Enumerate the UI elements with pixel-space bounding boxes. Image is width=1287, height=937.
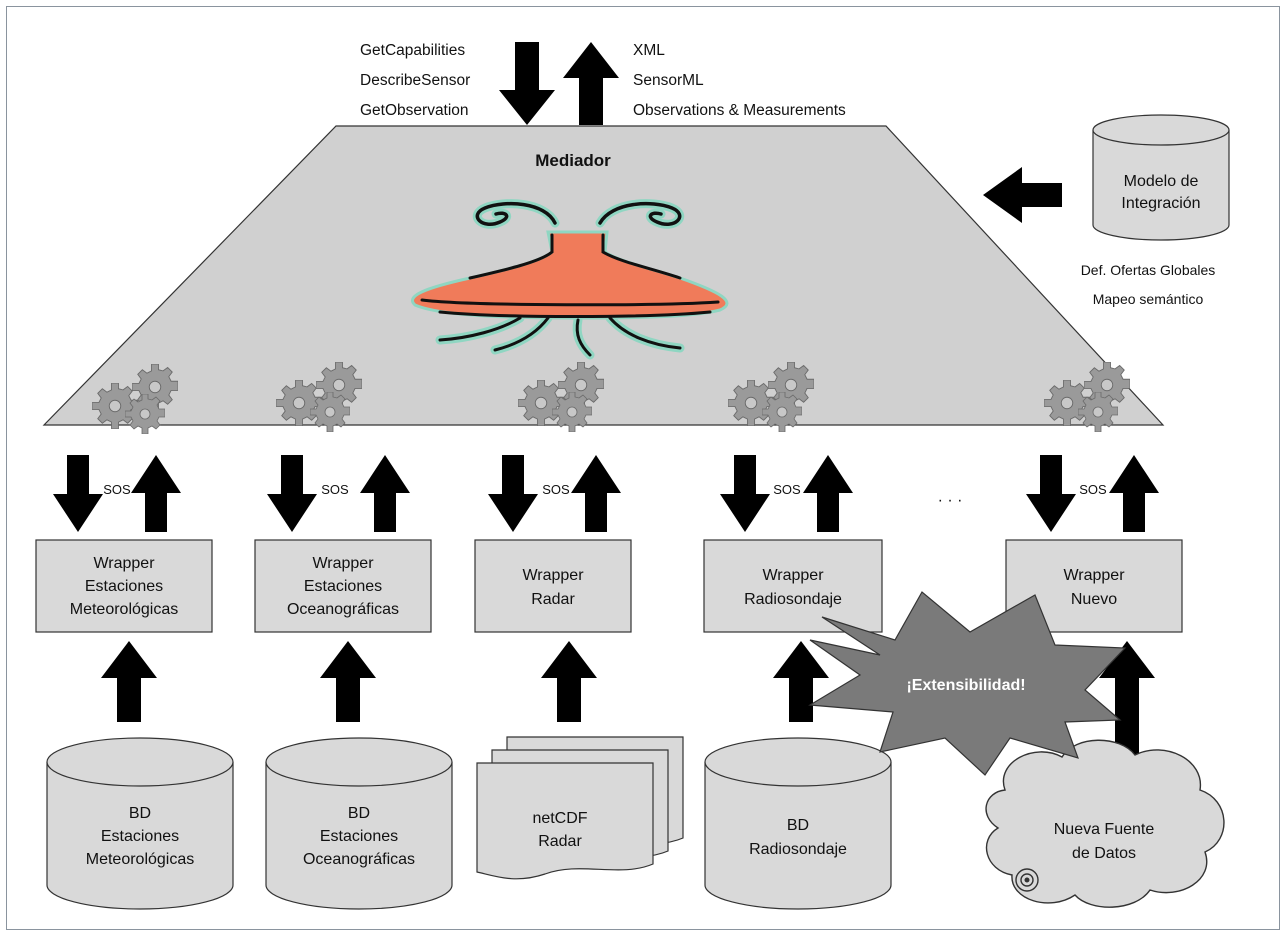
wrapper-box-radar: [474, 539, 632, 633]
sos-label-1: SOS: [103, 482, 131, 497]
arrow-up-source-2: [320, 641, 376, 722]
extensibility-label: ¡Extensibilidad!: [906, 677, 1025, 694]
source-4-line-1: BD: [787, 817, 809, 834]
arrow-down-request: [499, 42, 555, 125]
sos-arrows-1: [53, 455, 181, 532]
wrapper-1-line-2: Estaciones: [85, 578, 163, 595]
wrapper-3-line-1: Wrapper: [522, 567, 584, 584]
source-1-line-2: Estaciones: [101, 828, 179, 845]
wrapper-box-oceanograficas: [254, 539, 432, 633]
wrapper-box-radiosondaje: [703, 539, 883, 633]
wrapper-5-line-1: Wrapper: [1063, 567, 1125, 584]
wrapper-5-line-2: Nuevo: [1071, 591, 1117, 608]
sos-label-4: SOS: [773, 482, 801, 497]
response-xml: XML: [633, 42, 665, 59]
source-3-line-2: Radar: [538, 833, 582, 850]
wrapper-2-line-2: Estaciones: [304, 578, 382, 595]
diagram-frame: [6, 6, 1280, 930]
integration-note-1: Def. Ofertas Globales: [1081, 262, 1216, 278]
integration-model-label-2: Integración: [1121, 195, 1200, 212]
database-cylinder-meteorologicas: [46, 737, 234, 910]
wrapper-3-line-2: Radar: [531, 591, 575, 608]
source-1-line-3: Meteorológicas: [86, 851, 195, 868]
sos-arrows-4: [720, 455, 853, 532]
wrapper-2-line-3: Oceanográficas: [287, 601, 399, 618]
source-2-line-2: Estaciones: [320, 828, 398, 845]
extensibility-burst: [808, 591, 1127, 776]
wrapper-1-line-3: Meteorológicas: [70, 601, 179, 618]
wrapper-2-line-1: Wrapper: [312, 555, 374, 572]
integration-model-label-1: Modelo de: [1124, 173, 1199, 190]
request-getobservation: GetObservation: [360, 102, 469, 119]
arrow-up-source-5: [1099, 641, 1155, 765]
wrapper-box-meteorologicas: [35, 539, 213, 633]
arrow-up-source-4: [773, 641, 829, 722]
source-4-line-2: Radiosondaje: [749, 841, 847, 858]
sos-arrows-2: [267, 455, 410, 532]
source-2-line-3: Oceanográficas: [303, 851, 415, 868]
sos-arrows-5: [1026, 455, 1159, 532]
file-stack-icon: [476, 736, 684, 880]
wrapper-1-line-1: Wrapper: [93, 555, 155, 572]
database-cylinder-oceanograficas: [265, 737, 453, 910]
sos-label-2: SOS: [321, 482, 349, 497]
sos-arrows-3: [488, 455, 621, 532]
wrapper-4-line-2: Radiosondaje: [744, 591, 842, 608]
arrow-up-source-3: [541, 641, 597, 722]
integration-model-cylinder: [1092, 114, 1230, 241]
jellyfish-logo: [411, 199, 729, 360]
arrow-up-source-1: [101, 641, 157, 722]
source-5-line-1: Nueva Fuente: [1054, 821, 1155, 838]
integration-note-2: Mapeo semántico: [1093, 291, 1204, 307]
ellipsis: · · ·: [938, 492, 963, 509]
request-describesensor: DescribeSensor: [360, 72, 470, 89]
wrapper-4-line-1: Wrapper: [762, 567, 824, 584]
sos-label-5: SOS: [1079, 482, 1107, 497]
source-5-line-2: de Datos: [1072, 845, 1136, 862]
arrow-left-integration: [983, 167, 1062, 223]
response-sensorml: SensorML: [633, 72, 704, 89]
source-2-line-1: BD: [348, 805, 370, 822]
arrow-up-response: [563, 42, 619, 125]
source-1-line-1: BD: [129, 805, 151, 822]
response-om: Observations & Measurements: [633, 102, 846, 119]
sos-label-3: SOS: [542, 482, 570, 497]
cloud-shape-new-source: [985, 739, 1225, 908]
database-cylinder-radiosondaje: [704, 737, 892, 910]
mediator-title: Mediador: [535, 151, 611, 170]
request-getcapabilities: GetCapabilities: [360, 42, 465, 59]
source-3-line-1: netCDF: [532, 810, 587, 827]
